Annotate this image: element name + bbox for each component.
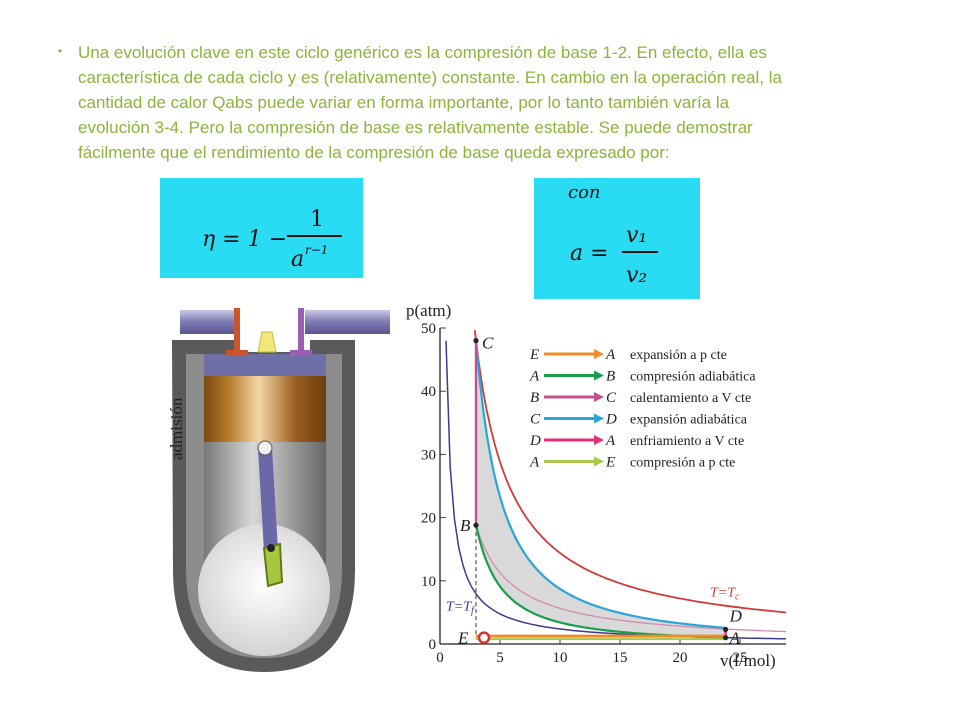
paragraph-line: fácilmente que el rendimiento de la comp…	[78, 143, 670, 162]
formula-denominator: v₂	[626, 263, 647, 288]
isotherm-mid-curve	[475, 524, 789, 633]
paragraph-line: Una evolución clave en este ciclo genéri…	[78, 43, 767, 62]
x-tick-label: 5	[496, 650, 504, 666]
point-b-marker	[473, 522, 479, 528]
crankcase	[198, 524, 330, 656]
crank-pin	[267, 544, 275, 552]
legend-arrow-head	[594, 370, 604, 381]
formula-lhs: a =	[570, 241, 609, 266]
exhaust-valve	[298, 308, 304, 354]
wrist-pin	[257, 440, 273, 456]
bullet-dot: •	[58, 44, 63, 58]
legend-description: expansión a p cte	[630, 348, 727, 363]
x-tick-label: 0	[436, 650, 444, 666]
admision-label: admisión	[167, 397, 186, 460]
x-tick-label: 25	[733, 650, 748, 666]
intake-pipe	[180, 310, 238, 334]
legend-description: calentamiento a V cte	[630, 391, 751, 406]
legend-to-label: D	[605, 412, 617, 428]
legend-description: enfriamiento a V cte	[630, 434, 744, 449]
crank-arm	[262, 542, 284, 588]
y-axis-label: p(atm)	[406, 301, 451, 320]
legend-from-label: A	[529, 369, 540, 385]
point-c-label: C	[482, 334, 494, 353]
point-d-label: D	[729, 606, 743, 625]
paragraph-text: Una evolución clave en este ciclo genéri…	[78, 40, 908, 165]
isotherm-cold-curve	[445, 340, 789, 640]
exhaust-pipe	[305, 310, 390, 334]
intake-valve	[234, 308, 240, 354]
legend-from-label: B	[530, 390, 539, 406]
legend-description: expansión adiabática	[630, 413, 748, 428]
x-tick-label: 15	[613, 650, 628, 666]
isotherm-hot-curve	[473, 330, 789, 614]
point-b-label: B	[460, 516, 471, 535]
spark-plug-icon	[257, 331, 277, 353]
efficiency-formula: η = 1 − 1 a r−1	[160, 178, 363, 278]
efficiency-formula-svg: η = 1 − 1 a r−1	[202, 207, 342, 272]
x-tick-label: 20	[673, 650, 688, 666]
legend-arrow-head	[594, 435, 604, 445]
adiabatic-cd-curve	[474, 340, 726, 629]
paragraph-line: evolución 3-4. Pero la compresión de bas…	[78, 118, 753, 137]
isotherm-subscript: f	[471, 606, 475, 617]
engine-diagram: admisión	[160, 300, 390, 680]
point-c-marker	[473, 338, 479, 344]
combustion-chamber	[204, 354, 326, 376]
legend-arrow-head	[594, 456, 604, 467]
y-tick-label: 10	[421, 574, 436, 590]
bullet-paragraph: • Una evolución clave en este ciclo gené…	[58, 40, 908, 165]
isotherm-subscript: c	[735, 592, 740, 603]
legend-description: compresión a p cte	[630, 456, 735, 471]
point-a-label: A	[729, 629, 741, 648]
y-tick-label: 20	[421, 511, 436, 527]
legend-description: compresión adiabática	[630, 370, 756, 385]
legend-to-label: A	[605, 347, 616, 363]
x-tick-label: 10	[553, 650, 568, 666]
point-d-marker	[723, 626, 729, 633]
engine-svg: admisión	[167, 308, 390, 672]
legend-to-label: A	[605, 433, 616, 449]
cycle-area	[476, 340, 726, 638]
ratio-formula-svg: con a = v₁ v₂	[568, 182, 658, 288]
legend-from-label: D	[529, 433, 541, 449]
formula-con: con	[568, 182, 601, 203]
formula-numerator: v₁	[626, 223, 647, 248]
formula-denominator: a	[291, 247, 304, 272]
exhaust-valve-head	[290, 350, 312, 356]
paragraph-line: cantidad de calor Qabs puede variar en f…	[78, 93, 730, 112]
y-tick-label: 40	[421, 384, 436, 400]
point-e-label: E	[457, 629, 469, 648]
legend-to-label: E	[605, 455, 615, 471]
piston	[204, 376, 326, 442]
legend-from-label: E	[529, 347, 539, 363]
y-tick-label: 50	[421, 321, 436, 337]
legend-arrow-head	[594, 413, 604, 424]
legend-from-label: A	[529, 455, 540, 471]
formula-exponent: r−1	[305, 243, 328, 257]
legend-from-label: C	[530, 412, 541, 428]
connecting-rod	[258, 448, 278, 552]
formula-lhs: η = 1 −	[202, 227, 287, 252]
formula-numerator: 1	[310, 207, 324, 232]
y-tick-label: 30	[421, 447, 436, 463]
ratio-formula: con a = v₁ v₂	[534, 178, 700, 299]
isotherm-hot-label: T=Tc	[710, 586, 740, 603]
paragraph-line: característica de cada ciclo y es (relat…	[78, 68, 782, 87]
legend-arrow-head	[594, 392, 604, 402]
point-e-marker	[477, 631, 491, 644]
y-tick-label: 0	[429, 637, 437, 653]
legend-to-label: B	[606, 369, 615, 385]
point-a-marker	[723, 635, 729, 641]
x-axis-label: v(l/mol)	[720, 651, 776, 670]
legend-arrow-head	[594, 349, 604, 359]
legend-to-label: C	[606, 390, 617, 406]
intake-valve-head	[226, 350, 248, 356]
isotherm-cold-label: T=Tf	[446, 600, 475, 617]
